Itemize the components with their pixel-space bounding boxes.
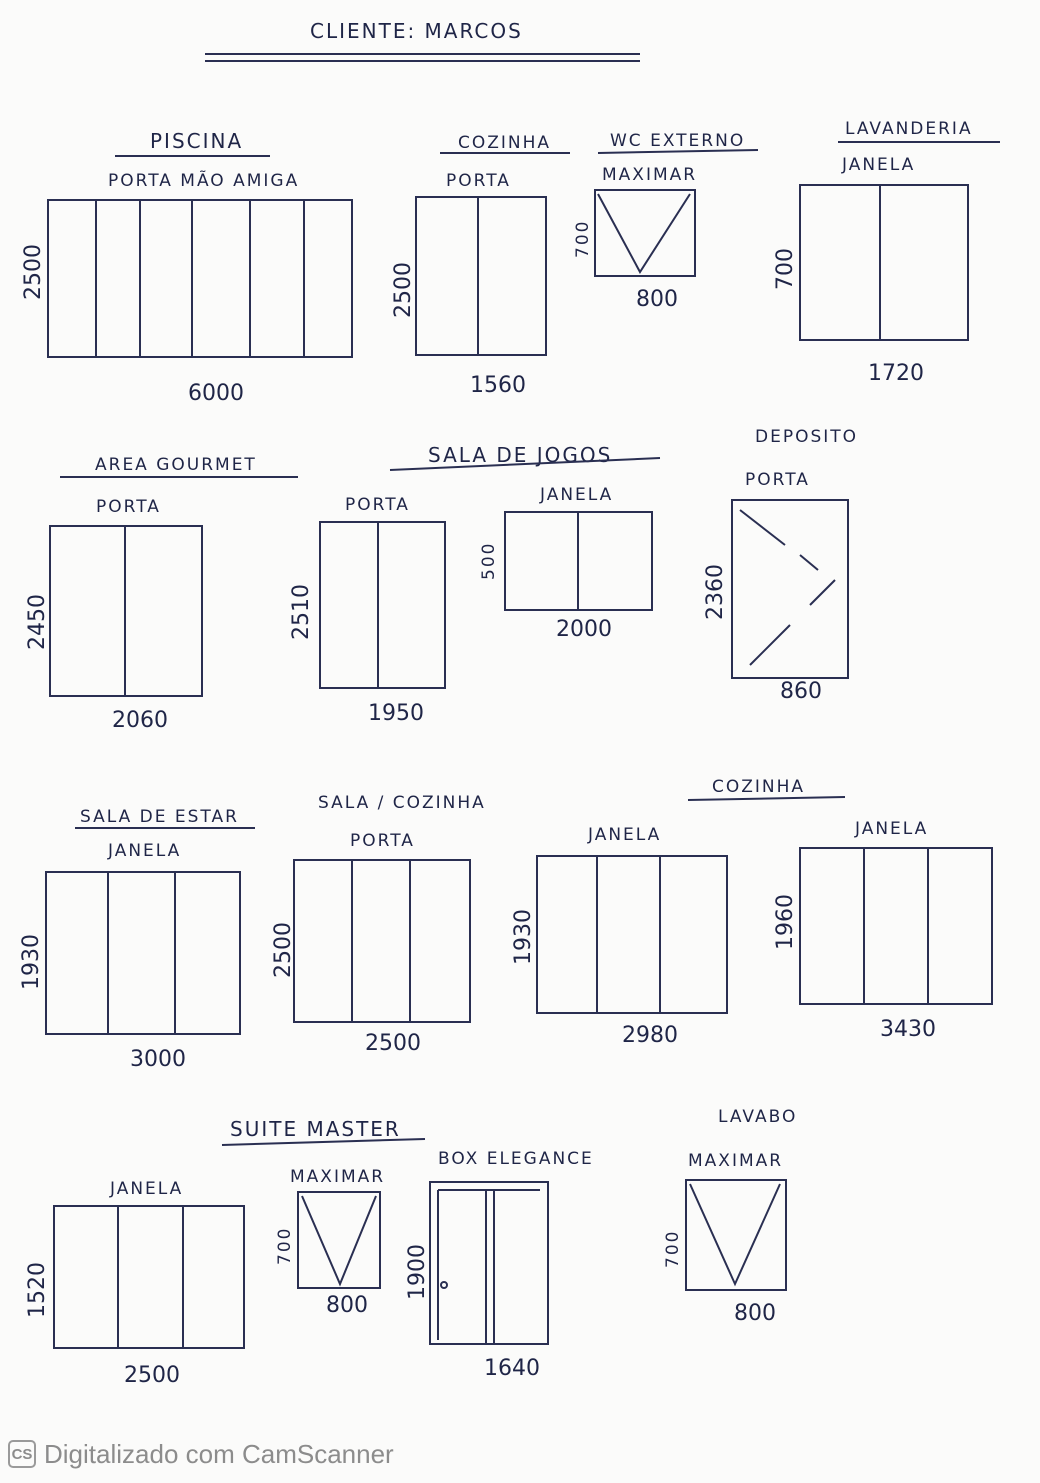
height-label: 2500 <box>21 244 46 300</box>
width-label: 800 <box>734 1301 776 1326</box>
height-label: 1900 <box>405 1244 430 1300</box>
maximar-open-mark <box>689 1183 781 1287</box>
width-label: 1560 <box>470 373 526 398</box>
item-type: MAXIMAR <box>688 1151 783 1171</box>
box-handle <box>440 1281 448 1289</box>
room-title-sala-de-jogos: SALA DE JOGOS <box>428 443 612 467</box>
room-title-area-gourmet: AREA GOURMET <box>95 455 257 475</box>
height-label: 2450 <box>25 594 50 650</box>
room-title-suite-master: SUITE MASTER <box>230 1117 401 1141</box>
room-title-lavanderia: LAVANDERIA <box>845 119 973 139</box>
frame-cozinha-porta <box>415 196 547 356</box>
frame-cozinha-janela-2 <box>799 847 993 1005</box>
width-label: 2500 <box>365 1031 421 1056</box>
item-type: MAXIMAR <box>602 165 697 185</box>
height-label: 700 <box>663 1230 683 1268</box>
item-type: PORTA <box>745 470 810 490</box>
maximar-open-mark <box>301 1195 377 1287</box>
height-label: 1520 <box>25 1262 50 1318</box>
width-label: 2980 <box>622 1023 678 1048</box>
frame-sala-cozinha-porta <box>293 859 471 1023</box>
frame-suite-maximar <box>297 1191 381 1289</box>
frame-piscina-porta <box>47 199 353 358</box>
height-label: 700 <box>573 220 593 258</box>
width-label: 1950 <box>368 701 424 726</box>
scanner-watermark: CS Digitalizado com CamScanner <box>8 1436 394 1472</box>
frame-wc-maximar <box>594 189 696 277</box>
width-label: 860 <box>780 679 822 704</box>
width-label: 1720 <box>868 361 924 386</box>
camscanner-logo-icon: CS <box>8 1440 36 1468</box>
room-underline <box>389 457 661 471</box>
width-label: 2000 <box>556 617 612 642</box>
height-label: 1960 <box>773 894 798 950</box>
frame-deposito-porta <box>731 499 849 679</box>
item-type: PORTA <box>345 495 410 515</box>
height-label: 2500 <box>271 922 296 978</box>
item-type: JANELA <box>854 819 928 839</box>
door-swing-mark <box>739 509 836 666</box>
room-title-cozinha-2: COZINHA <box>712 777 805 797</box>
height-label: 1930 <box>511 909 536 965</box>
width-label: 800 <box>326 1293 368 1318</box>
width-label: 3000 <box>130 1047 186 1072</box>
item-type: JANELA <box>539 485 613 505</box>
item-type: PORTA <box>446 171 511 191</box>
panel-dividers <box>95 200 305 357</box>
panel-dividers <box>117 1206 184 1348</box>
panel-dividers <box>863 848 929 1004</box>
item-type: PORTA <box>96 497 161 517</box>
room-title-lavabo: LAVABO <box>718 1107 797 1127</box>
page-title: CLIENTE: MARCOS <box>310 19 523 43</box>
room-title-deposito: DEPOSITO <box>755 427 858 447</box>
room-underline <box>221 1138 426 1146</box>
width-label: 800 <box>636 287 678 312</box>
panel-dividers <box>485 1190 495 1344</box>
item-type: JANELA <box>587 825 661 845</box>
height-label: 2510 <box>289 584 314 640</box>
item-type: PORTA <box>350 831 415 851</box>
width-label: 2500 <box>124 1363 180 1388</box>
room-title-sala-cozinha: SALA / COZINHA <box>318 793 486 813</box>
frame-estar-janela <box>45 871 241 1035</box>
maximar-open-mark <box>597 193 691 274</box>
height-label: 500 <box>479 542 499 580</box>
height-label: 700 <box>773 248 798 290</box>
frame-jogos-porta <box>319 521 446 689</box>
item-type: JANELA <box>841 155 915 175</box>
frame-cozinha-janela-1 <box>536 855 728 1014</box>
height-label: 2500 <box>391 262 416 318</box>
room-underline <box>687 796 846 801</box>
item-type: PORTA MÃO AMIGA <box>108 169 299 191</box>
width-label: 6000 <box>188 381 244 406</box>
frame-box <box>429 1181 549 1345</box>
width-label: 2060 <box>112 708 168 733</box>
height-label: 2360 <box>703 564 728 620</box>
scanner-watermark-text: Digitalizado com CamScanner <box>44 1438 394 1469</box>
room-title-piscina: PISCINA <box>150 129 243 153</box>
room-title-sala-de-estar: SALA DE ESTAR <box>80 807 239 827</box>
width-label: 1640 <box>484 1356 540 1381</box>
panel-dividers <box>351 860 411 1022</box>
item-type: JANELA <box>107 841 181 861</box>
frame-lavanderia-janela <box>799 184 969 341</box>
room-title-cozinha: COZINHA <box>458 133 551 153</box>
room-title-wc-externo: WC EXTERNO <box>610 131 745 151</box>
width-label: 3430 <box>880 1017 936 1042</box>
item-type: JANELA <box>109 1179 183 1199</box>
item-type: MAXIMAR <box>290 1167 385 1187</box>
panel-dividers <box>107 872 176 1034</box>
panel-dividers <box>596 856 661 1013</box>
frame-suite-janela <box>53 1205 245 1349</box>
room-underline <box>597 149 759 154</box>
room-title-box-elegance: BOX ELEGANCE <box>438 1149 594 1169</box>
frame-lavabo-maximar <box>685 1179 787 1291</box>
height-label: 1930 <box>19 934 44 990</box>
height-label: 700 <box>275 1227 295 1265</box>
